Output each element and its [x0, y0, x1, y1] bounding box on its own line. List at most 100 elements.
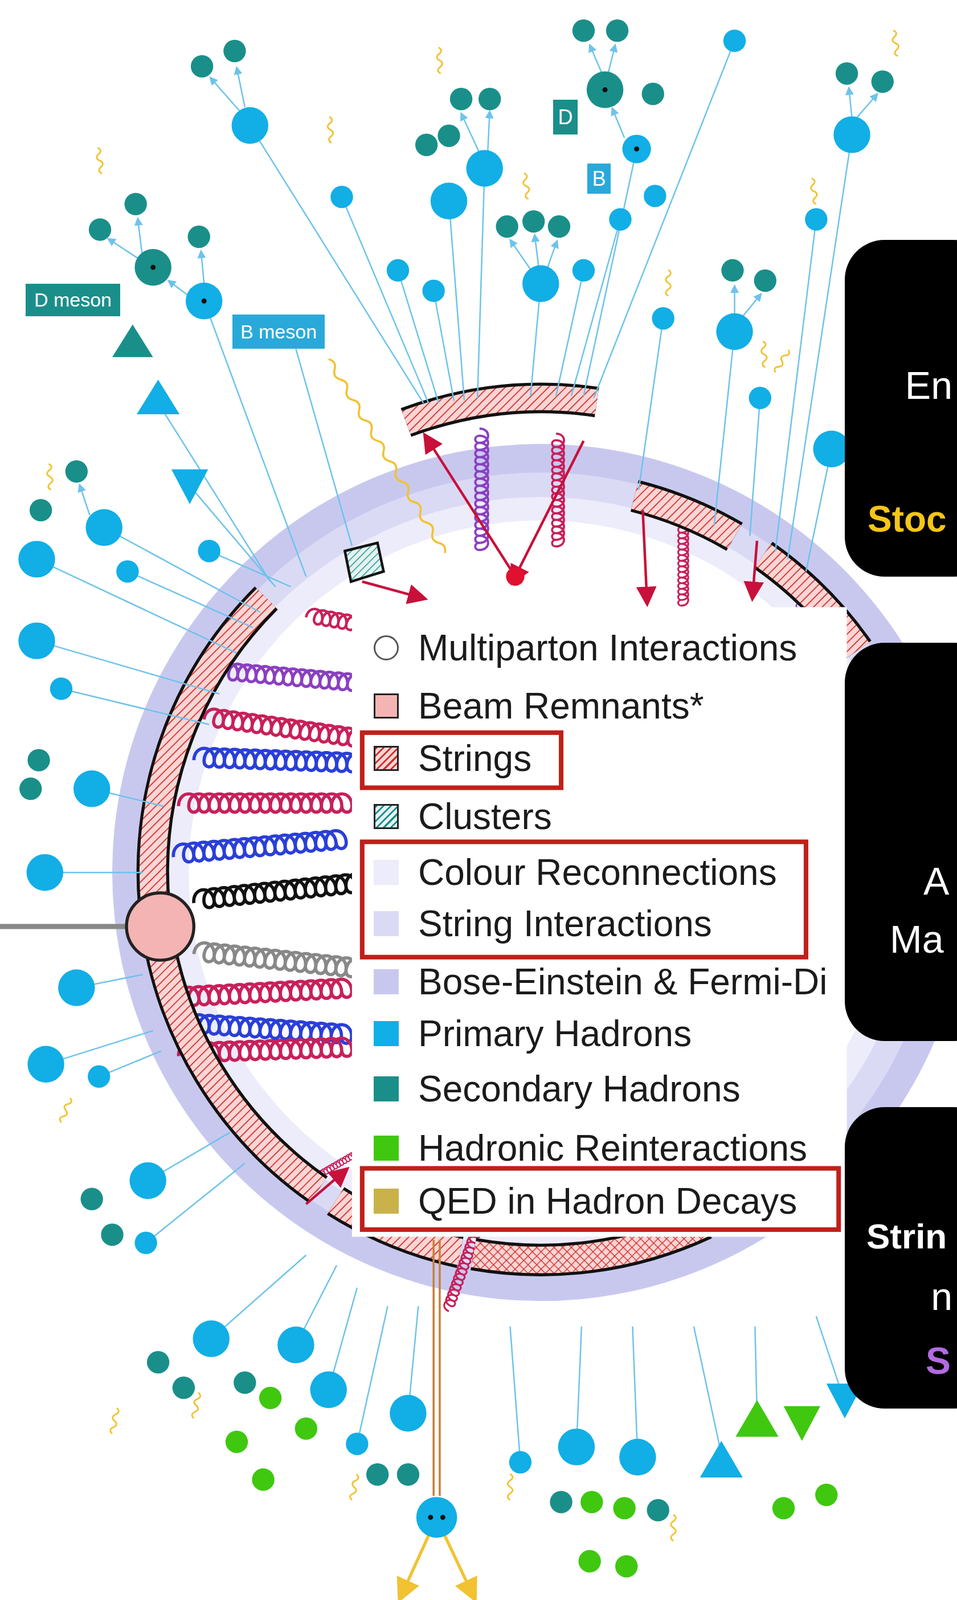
secondary-hadrons-part	[437, 124, 460, 147]
quark-lines-part	[642, 509, 647, 597]
secondary-hadrons-part	[190, 55, 214, 78]
legend-swatch	[373, 745, 399, 771]
legend-swatch	[373, 859, 399, 885]
hadron-tracks-part	[487, 111, 490, 153]
primary-hadrons-part	[277, 1326, 314, 1363]
strings	[152, 397, 858, 1260]
hadron-dots-part	[150, 264, 156, 271]
gluons-part	[193, 941, 368, 979]
hadron-tracks-part	[236, 67, 245, 108]
gluons-part	[193, 747, 368, 773]
event-rings-part	[112, 443, 957, 1301]
hadron-tracks-part	[168, 280, 190, 296]
hadron-dots-part	[440, 1514, 446, 1520]
tag-text: B	[591, 166, 606, 191]
hadron-tracks-part	[749, 397, 760, 536]
panel-text: Ma	[889, 915, 944, 963]
reinteraction-hadrons	[225, 1386, 838, 1578]
hadron-dots-part	[634, 146, 640, 152]
tag-box: B meson	[232, 314, 325, 349]
primary-hadrons-part	[309, 1371, 347, 1408]
hadron-tracks-part	[555, 270, 584, 396]
primary-hadrons-part	[522, 265, 559, 302]
secondary-hadrons-part	[124, 192, 147, 215]
photons-part	[521, 172, 531, 200]
quark-lines-part	[753, 540, 758, 592]
legend-text: Clusters	[418, 794, 552, 839]
hadron-tracks-part	[787, 134, 853, 559]
legend-text: QED in Hadron Decays	[418, 1179, 797, 1224]
hadron-tracks-part	[693, 1326, 722, 1454]
secondary-hadrons-part	[835, 62, 858, 85]
secondary-hadrons-part	[29, 499, 52, 522]
panel-text-holder: En	[905, 362, 953, 410]
hadron-tracks-part	[357, 1305, 388, 1444]
reinteraction-hadrons-part	[225, 1430, 248, 1453]
photons	[46, 30, 901, 1541]
primary-hadrons-part	[558, 1428, 595, 1465]
photons-part	[665, 269, 672, 296]
photons-part	[191, 1391, 201, 1419]
panel-text: n	[930, 1273, 953, 1320]
legend-row: Strings	[373, 735, 532, 781]
legend-row: Bose-Einstein & Fermi-Di	[373, 958, 828, 1005]
primary-hadrons-part	[330, 185, 353, 208]
hadron-dots-part	[427, 1514, 433, 1520]
hadron-tracks-part	[295, 348, 353, 546]
hadron-tracks-part	[448, 201, 465, 400]
reinteraction-hadrons-part	[615, 1554, 638, 1577]
legend-swatch	[373, 910, 399, 936]
secondary-hadrons-part	[223, 39, 246, 63]
legend-text: Multiparton Interactions	[418, 626, 797, 670]
event-rings-part	[140, 472, 941, 1273]
secondary-hadrons-part	[80, 1187, 103, 1210]
primary-hadrons-part	[622, 134, 652, 163]
legend-row: String Interactions	[373, 900, 713, 947]
primary-hadrons-part	[85, 509, 122, 546]
reinteraction-hadrons-part	[783, 1405, 821, 1441]
hadron-tracks-part	[60, 688, 210, 725]
panel-text: Strin	[866, 1215, 947, 1258]
hadron-tracks-part	[632, 1326, 638, 1457]
photons-part	[58, 1096, 73, 1123]
legend-row: Colour Reconnections	[373, 849, 777, 895]
panel-text: Stoc	[867, 497, 947, 542]
secondary-hadrons-part	[754, 269, 777, 292]
primary-hadrons-part	[185, 282, 223, 319]
hadron-tracks-part	[816, 1315, 842, 1393]
primary-hadrons-part	[26, 853, 64, 891]
hadron-tracks	[36, 41, 878, 1463]
primary-hadrons-part	[129, 1162, 166, 1199]
primary-hadrons-part	[723, 29, 746, 52]
info-panel: AMa	[844, 642, 957, 1041]
secondary-hadrons-part	[187, 225, 211, 248]
legend-text: Primary Hadrons	[418, 1011, 692, 1056]
secondary-hadrons-part	[233, 1371, 256, 1394]
highlight-boxes-part	[362, 732, 562, 788]
hadron-tracks-part	[612, 108, 625, 138]
primary-hadrons-part	[608, 207, 632, 231]
secondary-hadrons-part	[547, 215, 571, 238]
legend-swatch	[373, 693, 399, 719]
event-rings	[112, 443, 957, 1301]
primary-hadrons-part	[18, 540, 55, 578]
gluons-part	[192, 872, 367, 910]
photons-part	[773, 348, 791, 374]
highlight-boxes-part	[362, 841, 807, 957]
secondary-hadrons-part	[172, 1376, 195, 1399]
primary-hadrons-part	[116, 559, 139, 583]
secondary-hadrons-part	[522, 210, 545, 233]
primary-hadrons-part	[651, 307, 674, 330]
photons-part	[46, 463, 54, 490]
secondary-hadrons-part	[19, 777, 42, 800]
photons-part	[890, 30, 901, 57]
hadron-tracks-part	[546, 240, 558, 270]
hadron-tracks-part	[158, 402, 271, 582]
tag-text: D meson	[34, 288, 112, 312]
secondary-hadrons-part	[100, 1223, 124, 1246]
primary-hadrons-part	[716, 313, 753, 350]
hadron-tracks-part	[127, 571, 253, 628]
hadron-dots-part	[201, 298, 207, 304]
